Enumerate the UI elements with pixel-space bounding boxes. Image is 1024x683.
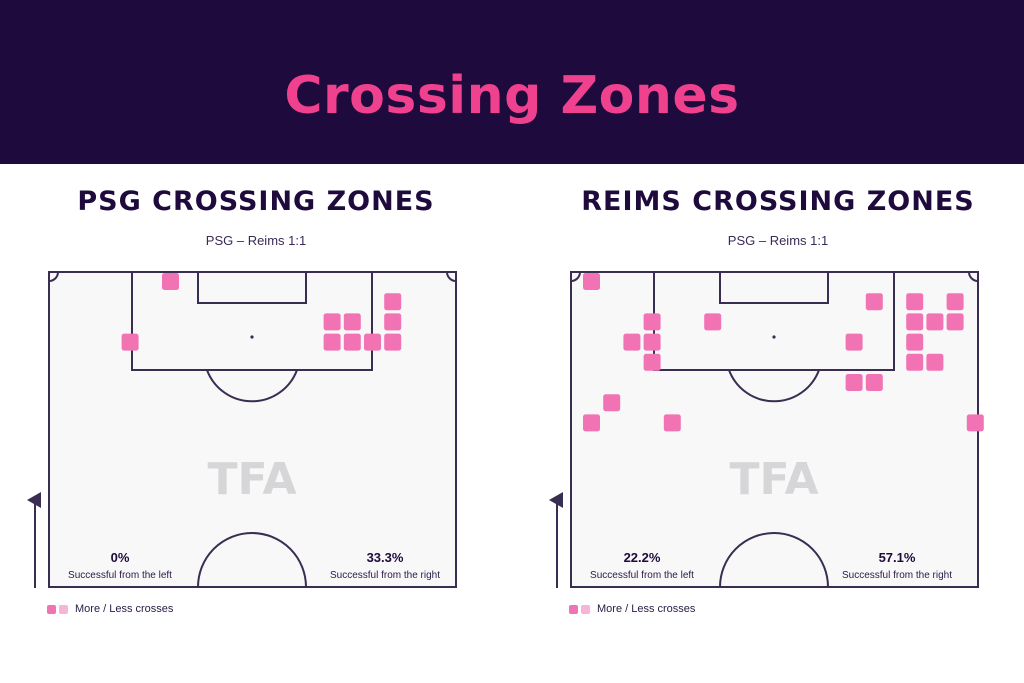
legend-less-swatch [59,604,68,614]
left-success-label: Successful from the left [590,570,694,581]
heatmap-cell [583,414,600,432]
panel-subtitle: PSG – Reims 1:1 [205,233,307,248]
heatmap-cell [865,293,883,311]
panel-title: REIMS CROSSING ZONES [581,186,975,217]
heatmap-cell [643,333,661,351]
corner-arc-right [446,271,457,282]
heatmap-cell [926,353,944,371]
heatmap-cell [162,273,179,290]
left-success-stat: 22.2% Successful from the left [567,550,717,581]
heatmap-cells [121,273,402,351]
panel-title: PSG CROSSING ZONES [77,186,435,217]
legend-label: More / Less crosses [75,603,174,616]
heatmap-cell [384,333,402,351]
right-success-stat: 57.1% Successful from the right [822,550,972,581]
heatmap-cells [583,273,984,432]
left-success-label: Successful from the left [68,570,172,581]
right-success-value: 33.3% [366,550,404,565]
right-success-label: Successful from the right [841,570,953,581]
heatmap-cell [946,313,964,331]
psg-crossing-panel: PSG CROSSING ZONES PSG – Reims 1:1 TFA 0… [0,164,512,683]
six-yard-box [197,271,307,304]
heatmap-cell [343,313,361,331]
heatmap-cell [384,293,402,311]
corner-arc-right [968,271,979,282]
legend-less-swatch [581,604,590,614]
legend-more-swatch [47,604,56,614]
reims-crossing-panel: REIMS CROSSING ZONES PSG – Reims 1:1 TFA… [522,164,1024,683]
six-yard-box [719,271,829,304]
heatmap-cell [845,333,863,351]
heatmap-cell [704,313,722,331]
page-title: Crossing Zones [284,66,740,126]
heatmap-cell [966,414,984,432]
penalty-spot [250,335,254,339]
heatmap-cell [906,353,924,371]
legend-more-swatch [569,604,578,614]
legend-label: More / Less crosses [597,603,696,616]
heatmap-cell [364,333,381,351]
penalty-arc [728,369,820,403]
heatmap-cell [643,313,661,331]
penalty-arc [206,369,298,403]
heatmap-cell [384,313,402,331]
legend: More / Less crosses [47,603,173,615]
pitch-heatmap: TFA [27,271,457,588]
heatmap-cell [906,313,924,331]
heatmap-cell [603,394,621,412]
penalty-spot [772,335,776,339]
heatmap-cell [845,374,863,391]
right-success-stat: 33.3% Successful from the right [310,550,460,581]
left-success-value: 0% [110,550,130,565]
panel-subtitle: PSG – Reims 1:1 [727,233,829,248]
pitch-heatmap: TFA [549,271,984,588]
heatmap-cell [906,293,924,311]
left-success-stat: 0% Successful from the left [45,550,195,581]
header-banner [0,0,1024,164]
heatmap-cell [121,333,139,351]
watermark: TFA [729,454,818,505]
heatmap-cell [643,353,661,371]
heatmap-cell [623,333,641,351]
centre-circle-arc [719,532,829,588]
left-success-value: 22.2% [623,550,661,565]
heatmap-cell [323,333,341,351]
right-success-label: Successful from the right [329,570,441,581]
corner-arc-left [570,271,581,282]
heatmap-cell [343,333,361,351]
heatmap-cell [583,273,600,290]
heatmap-cell [906,333,924,351]
heatmap-cell [926,313,944,331]
right-success-value: 57.1% [878,550,916,565]
corner-arc-left [48,271,59,282]
legend: More / Less crosses [569,603,695,615]
heatmap-cell [946,293,964,311]
heatmap-cell [323,313,341,331]
watermark: TFA [207,454,296,505]
heatmap-cell [865,374,883,391]
centre-circle-arc [197,532,307,588]
heatmap-cell [663,414,681,432]
